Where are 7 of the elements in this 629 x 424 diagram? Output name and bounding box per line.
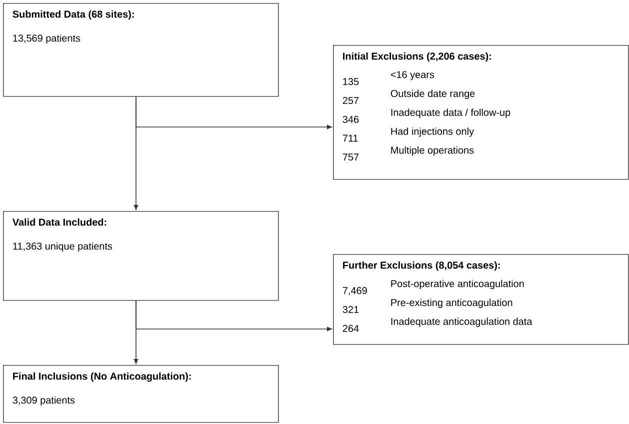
arrow	[136, 96, 332, 130]
process-box: Valid Data Included: 11,363 unique patients	[3, 211, 279, 301]
process-box: Final Inclusions (No Anticoagulation): 3,309 patients	[3, 365, 279, 423]
exclusion-box: Initial Exclusions (2,206 cases): 135 <16 years 257 Outside date range 346 Inadequate data / follow-up 711 Had injections only 757 Multiple operations	[333, 45, 629, 180]
arrow	[136, 300, 332, 332]
process-box: Submitted Data (68 sites): 13,569 patients	[3, 3, 279, 97]
exclusion-box: Further Exclusions (8,054 cases): 7,469 Post-operative anticoagulation 321 Pre-existing anticoagulation 264 Inadequate anticoagulation data	[333, 254, 629, 345]
